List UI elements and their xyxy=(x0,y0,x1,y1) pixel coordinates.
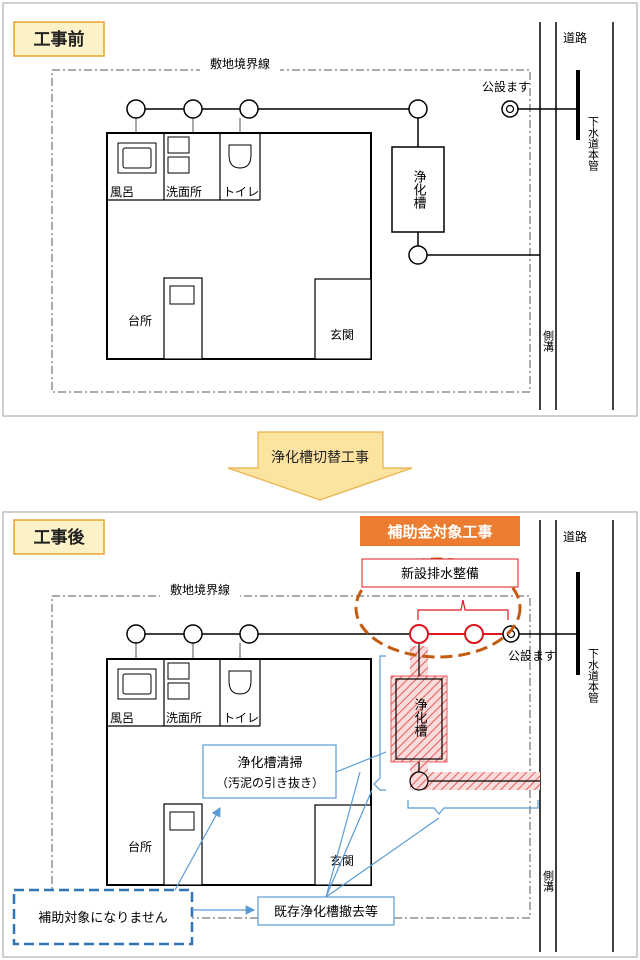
manhole-tank-in xyxy=(408,99,428,119)
sewer-main-label: 下水道本管 xyxy=(587,116,600,172)
manhole-tank-out xyxy=(408,245,428,265)
subsidy-badge xyxy=(360,516,520,546)
manhole-wash xyxy=(183,99,203,119)
manhole-bath xyxy=(126,99,146,119)
toilet-bowl xyxy=(228,144,252,169)
room-toilet-after: トイレ xyxy=(223,711,259,725)
public-basin-inner xyxy=(505,104,515,114)
side-ditch-label-after: 側溝 xyxy=(542,870,555,893)
entrance-area xyxy=(314,278,372,360)
after-panel: 工事後 道路 下水道本管 側溝 敷地境界線 xyxy=(2,511,638,958)
before-label-box xyxy=(13,21,105,57)
boundary-label: 敷地境界線 xyxy=(210,56,270,71)
removal-pointer-3 xyxy=(325,817,440,898)
bathtub-inner xyxy=(122,147,152,169)
transition-arrow: 浄化槽切替工事 xyxy=(227,431,413,501)
bathtub-inner-after xyxy=(122,673,152,695)
septic-tank-label: 浄化槽 xyxy=(411,170,427,210)
removal-callout xyxy=(257,896,395,926)
sink-lower xyxy=(167,156,190,174)
new-drainage-brace xyxy=(417,599,509,620)
public-basin-after xyxy=(502,625,520,643)
sewer-main-label-after: 下水道本管 xyxy=(587,648,600,704)
not-covered-arrow-cleaning xyxy=(174,806,221,891)
room-washroom: 洗面所 xyxy=(166,185,202,199)
room-washroom-after: 洗面所 xyxy=(166,711,202,725)
kitchen-sink xyxy=(169,285,195,305)
manhole-wash-after xyxy=(183,624,203,644)
toilet-bowl-after xyxy=(228,670,252,695)
arrow-label: 浄化槽切替工事 xyxy=(271,450,369,466)
public-basin xyxy=(501,100,519,118)
down-arrow-shape xyxy=(227,431,413,501)
entrance-area-after xyxy=(314,804,372,886)
public-basin-label-after: 公設ます xyxy=(508,648,556,663)
new-drainage-box xyxy=(361,558,519,588)
sink-lower-after xyxy=(167,682,190,700)
cleaning-callout xyxy=(202,744,337,799)
removal-pointer-2 xyxy=(325,771,361,898)
not-covered-label: 補助対象になりません xyxy=(38,911,168,926)
cleaning-label-line2: （汚泥の引き抜き） xyxy=(216,776,324,790)
new-manhole-1 xyxy=(409,624,429,644)
room-entrance: 玄関 xyxy=(330,327,354,342)
after-label: 工事後 xyxy=(34,527,86,548)
room-kitchen: 台所 xyxy=(128,313,152,328)
removal-pointer-1 xyxy=(325,789,373,898)
boundary-label-bg-after xyxy=(160,582,240,598)
not-covered-box xyxy=(12,888,194,946)
boundary-label-bg xyxy=(200,56,280,72)
site-boundary-after xyxy=(51,595,531,919)
sink-upper xyxy=(167,136,190,154)
removal-label: 既存浄化槽撤去等 xyxy=(274,904,378,920)
room-toilet: トイレ xyxy=(223,185,259,199)
before-label: 工事前 xyxy=(34,29,85,50)
road-label: 道路 xyxy=(563,30,587,45)
hatch-septic-tank xyxy=(390,675,448,763)
boundary-label-after: 敷地境界線 xyxy=(170,582,230,597)
manhole-bath-after xyxy=(126,624,146,644)
manhole-toilet-after xyxy=(239,624,259,644)
side-ditch-label: 側溝 xyxy=(542,330,555,353)
room-bath-after: 風呂 xyxy=(110,711,134,725)
hatch-pipe-out xyxy=(410,762,428,790)
septic-tank xyxy=(391,146,445,233)
old-septic-tank xyxy=(395,678,443,760)
cleaning-label-line1: 浄化槽清掃 xyxy=(237,755,302,771)
road-label-after: 道路 xyxy=(563,529,587,544)
new-drainage-label: 新設排水整備 xyxy=(401,566,479,582)
before-panel: 工事前 道路 下水道本管 側溝 敷地境界線 公設ます xyxy=(2,2,638,417)
public-basin-label: 公設ます xyxy=(482,79,530,94)
sink-upper-after xyxy=(167,662,190,680)
kitchen-sink-after xyxy=(169,811,195,831)
subsidy-badge-label: 補助金対象工事 xyxy=(386,523,492,541)
after-label-box xyxy=(13,519,105,555)
room-kitchen-after: 台所 xyxy=(128,839,152,854)
old-manhole-out xyxy=(409,771,429,791)
manhole-toilet xyxy=(239,99,259,119)
cleaning-pointer xyxy=(335,751,387,773)
new-manhole-2 xyxy=(464,624,484,644)
removal-brace-left xyxy=(373,655,386,791)
site-boundary xyxy=(51,69,531,393)
old-septic-tank-label: 浄化槽 xyxy=(412,698,428,738)
room-bath: 風呂 xyxy=(110,185,134,199)
removal-brace-bottom xyxy=(407,800,539,815)
